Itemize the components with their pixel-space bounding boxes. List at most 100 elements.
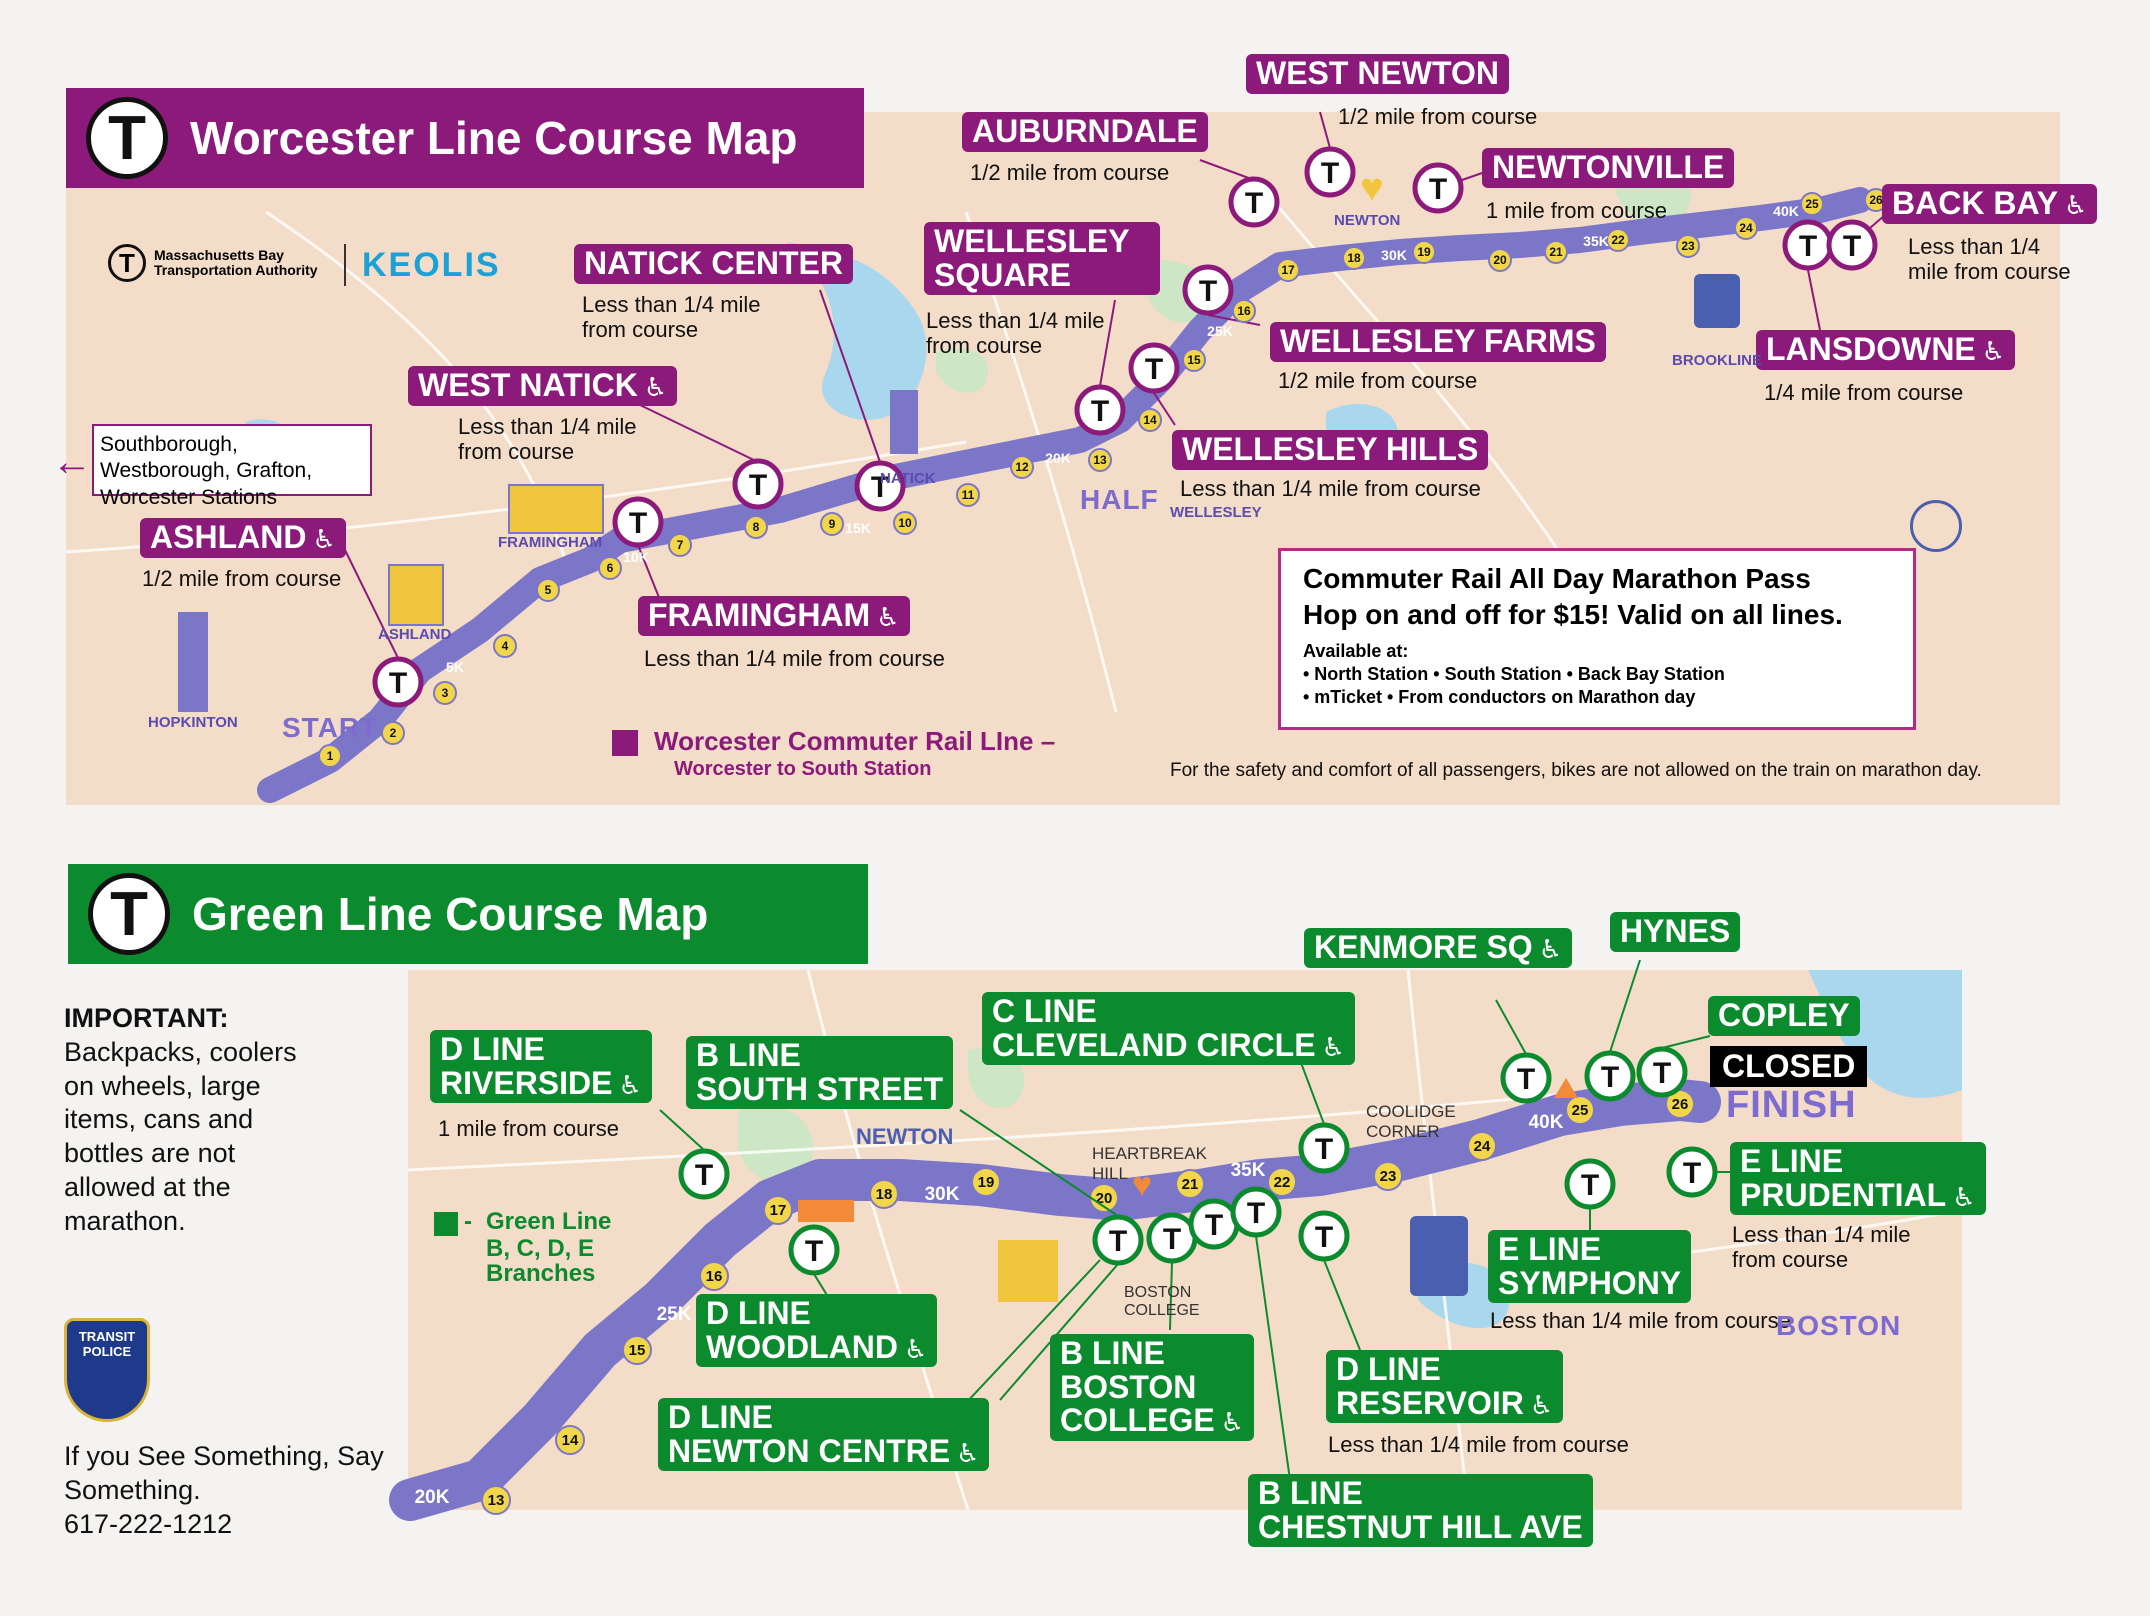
svg-text:5K: 5K (446, 659, 464, 675)
svg-text:18: 18 (1347, 251, 1361, 265)
b-bc-line: B LINE (1060, 1335, 1165, 1371)
place-boston: BOSTON (1776, 1310, 1902, 1341)
station-newtonville[interactable]: NEWTONVILLE (1482, 148, 1735, 188)
pass-line1: Commuter Rail All Day Marathon Pass (1303, 563, 1811, 594)
station-west-natick[interactable]: WEST NATICK♿ (408, 366, 678, 406)
station-wellesley-farms[interactable]: WELLESLEY FARMS (1270, 322, 1606, 362)
svg-text:19: 19 (1417, 245, 1431, 259)
svg-text:17: 17 (1281, 263, 1295, 277)
compass-icon (1910, 500, 1962, 552)
accessible-icon: ♿ (1321, 1031, 1345, 1062)
svg-text:15: 15 (629, 1342, 646, 1359)
b-bc-name: BOSTON (1060, 1368, 1197, 1405)
important-text: Backpacks, coolers on wheels, large item… (64, 1036, 297, 1236)
d-reservoir-name: RESERVOIR (1336, 1384, 1524, 1421)
svg-text:T: T (871, 471, 889, 504)
police-badge-text: TRANSIT POLICE (78, 1329, 136, 1359)
svg-text:30K: 30K (1381, 247, 1407, 263)
svg-text:T: T (749, 469, 767, 502)
station-copley[interactable]: COPLEY (1708, 996, 1860, 1036)
green-title: Green Line Course Map (192, 888, 709, 940)
station-c-cleveland-circle[interactable]: C LINE CLEVELAND CIRCLE♿ (982, 992, 1355, 1066)
station-natick-center-note: Less than 1/4 mile from course (582, 292, 761, 343)
place-framingham: FRAMINGHAM (498, 534, 603, 551)
station-back-bay-label: BACK BAY (1892, 185, 2058, 221)
important-heading: IMPORTANT: (64, 1003, 229, 1033)
station-e-prudential[interactable]: E LINE PRUDENTIAL♿ (1730, 1142, 1986, 1216)
station-newtonville-note: 1 mile from course (1486, 198, 1667, 223)
station-wellesley-hills[interactable]: WELLESLEY HILLS (1172, 430, 1489, 470)
station-west-newton[interactable]: WEST NEWTON (1246, 54, 1509, 94)
station-natick-center[interactable]: NATICK CENTER (574, 244, 853, 284)
svg-text:24: 24 (1739, 221, 1753, 235)
station-wellesley-square[interactable]: WELLESLEY SQUARE (924, 222, 1160, 296)
worcester-legend-sub: Worcester to South Station (674, 758, 932, 780)
station-ashland[interactable]: ASHLAND♿ (140, 518, 346, 558)
place-hopkinton: HOPKINTON (148, 714, 238, 731)
svg-text:T: T (1245, 187, 1263, 220)
accessible-icon: ♿ (312, 524, 336, 554)
svg-text:T: T (1601, 1061, 1619, 1094)
station-e-symphony[interactable]: E LINE SYMPHONY (1488, 1230, 1692, 1304)
copley-closed-badge: CLOSED (1710, 1046, 1868, 1087)
svg-text:T: T (1429, 173, 1447, 206)
svg-text:20K: 20K (415, 1487, 450, 1508)
e-prudential-line: E LINE (1740, 1143, 1844, 1179)
e-symphony-line: E LINE (1498, 1231, 1602, 1267)
accessible-icon: ♿ (2063, 190, 2088, 220)
worcester-legend-swatch (612, 730, 638, 756)
b-bc-name-2: COLLEGE (1060, 1402, 1215, 1439)
station-b-boston-college[interactable]: B LINE BOSTON COLLEGE♿ (1050, 1334, 1254, 1441)
c-cleveland-line: C LINE (992, 993, 1097, 1029)
station-d-woodland[interactable]: D LINE WOODLAND♿ (696, 1294, 938, 1368)
station-b-south-street[interactable]: B LINE SOUTH STREET (686, 1036, 954, 1110)
station-framingham[interactable]: FRAMINGHAM♿ (638, 596, 910, 636)
station-kenmore-sq[interactable]: KENMORE SQ♿ (1304, 928, 1572, 968)
natick-church-icon (890, 390, 918, 454)
mbta-logo: T Massachusetts Bay Transportation Autho… (108, 244, 334, 282)
svg-text:21: 21 (1549, 245, 1563, 259)
svg-text:22: 22 (1611, 233, 1625, 247)
phone-number[interactable]: 617-222-1212 (64, 1508, 233, 1539)
station-framingham-note: Less than 1/4 mile from course (644, 646, 945, 671)
station-lansdowne[interactable]: LANSDOWNE♿ (1756, 330, 2016, 370)
station-d-reservoir[interactable]: D LINE RESERVOIR♿ (1326, 1350, 1564, 1424)
station-auburndale[interactable]: AUBURNDALE (962, 112, 1208, 152)
svg-text:20: 20 (1493, 253, 1507, 267)
svg-text:14: 14 (562, 1432, 579, 1449)
svg-text:40K: 40K (1773, 203, 1799, 219)
heartbreak-heart-icon: ♥ (1132, 1166, 1153, 1204)
svg-text:30K: 30K (925, 1184, 960, 1205)
west-arrow-icon[interactable]: ← (52, 440, 92, 484)
ashland-building-icon (388, 564, 444, 626)
place-natick: NATICK (880, 470, 936, 487)
c-cleveland-name: CLEVELAND CIRCLE (992, 1026, 1316, 1063)
svg-text:3: 3 (442, 686, 449, 700)
station-d-newton-centre[interactable]: D LINE NEWTON CENTRE♿ (658, 1398, 990, 1472)
station-b-chestnut-hill-ave[interactable]: B LINE CHESTNUT HILL AVE (1248, 1474, 1593, 1548)
svg-text:16: 16 (706, 1268, 723, 1285)
svg-text:25: 25 (1805, 197, 1819, 211)
station-lansdowne-note: 1/4 mile from course (1764, 380, 1964, 405)
svg-text:24: 24 (1474, 1138, 1491, 1155)
green-legend-sub: B, C, D, E Branches (486, 1235, 596, 1288)
svg-text:T: T (1145, 353, 1163, 386)
svg-text:T: T (1163, 1223, 1181, 1256)
svg-text:T: T (389, 667, 407, 700)
d-woodland-name: WOODLAND (706, 1328, 898, 1365)
svg-text:14: 14 (1143, 413, 1157, 427)
station-back-bay[interactable]: BACK BAY♿ (1882, 184, 2098, 224)
station-lansdowne-label: LANSDOWNE (1766, 331, 1976, 367)
d-riverside-line: D LINE (440, 1031, 545, 1067)
svg-text:13: 13 (488, 1492, 505, 1509)
logo-divider (344, 244, 346, 286)
station-d-riverside[interactable]: D LINE RIVERSIDE♿ (430, 1030, 652, 1104)
pass-line2: Hop on and off for $15! Valid on all lin… (1303, 599, 1843, 630)
accessible-icon: ♿ (876, 602, 900, 632)
station-hynes[interactable]: HYNES (1610, 912, 1741, 952)
place-wellesley: WELLESLEY (1170, 504, 1262, 521)
west-stations-link[interactable]: Southborough, Westborough, Grafton, Worc… (92, 424, 372, 509)
svg-text:23: 23 (1681, 239, 1695, 253)
place-newton: NEWTON (1334, 212, 1401, 229)
accessible-icon: ♿ (956, 1437, 980, 1468)
